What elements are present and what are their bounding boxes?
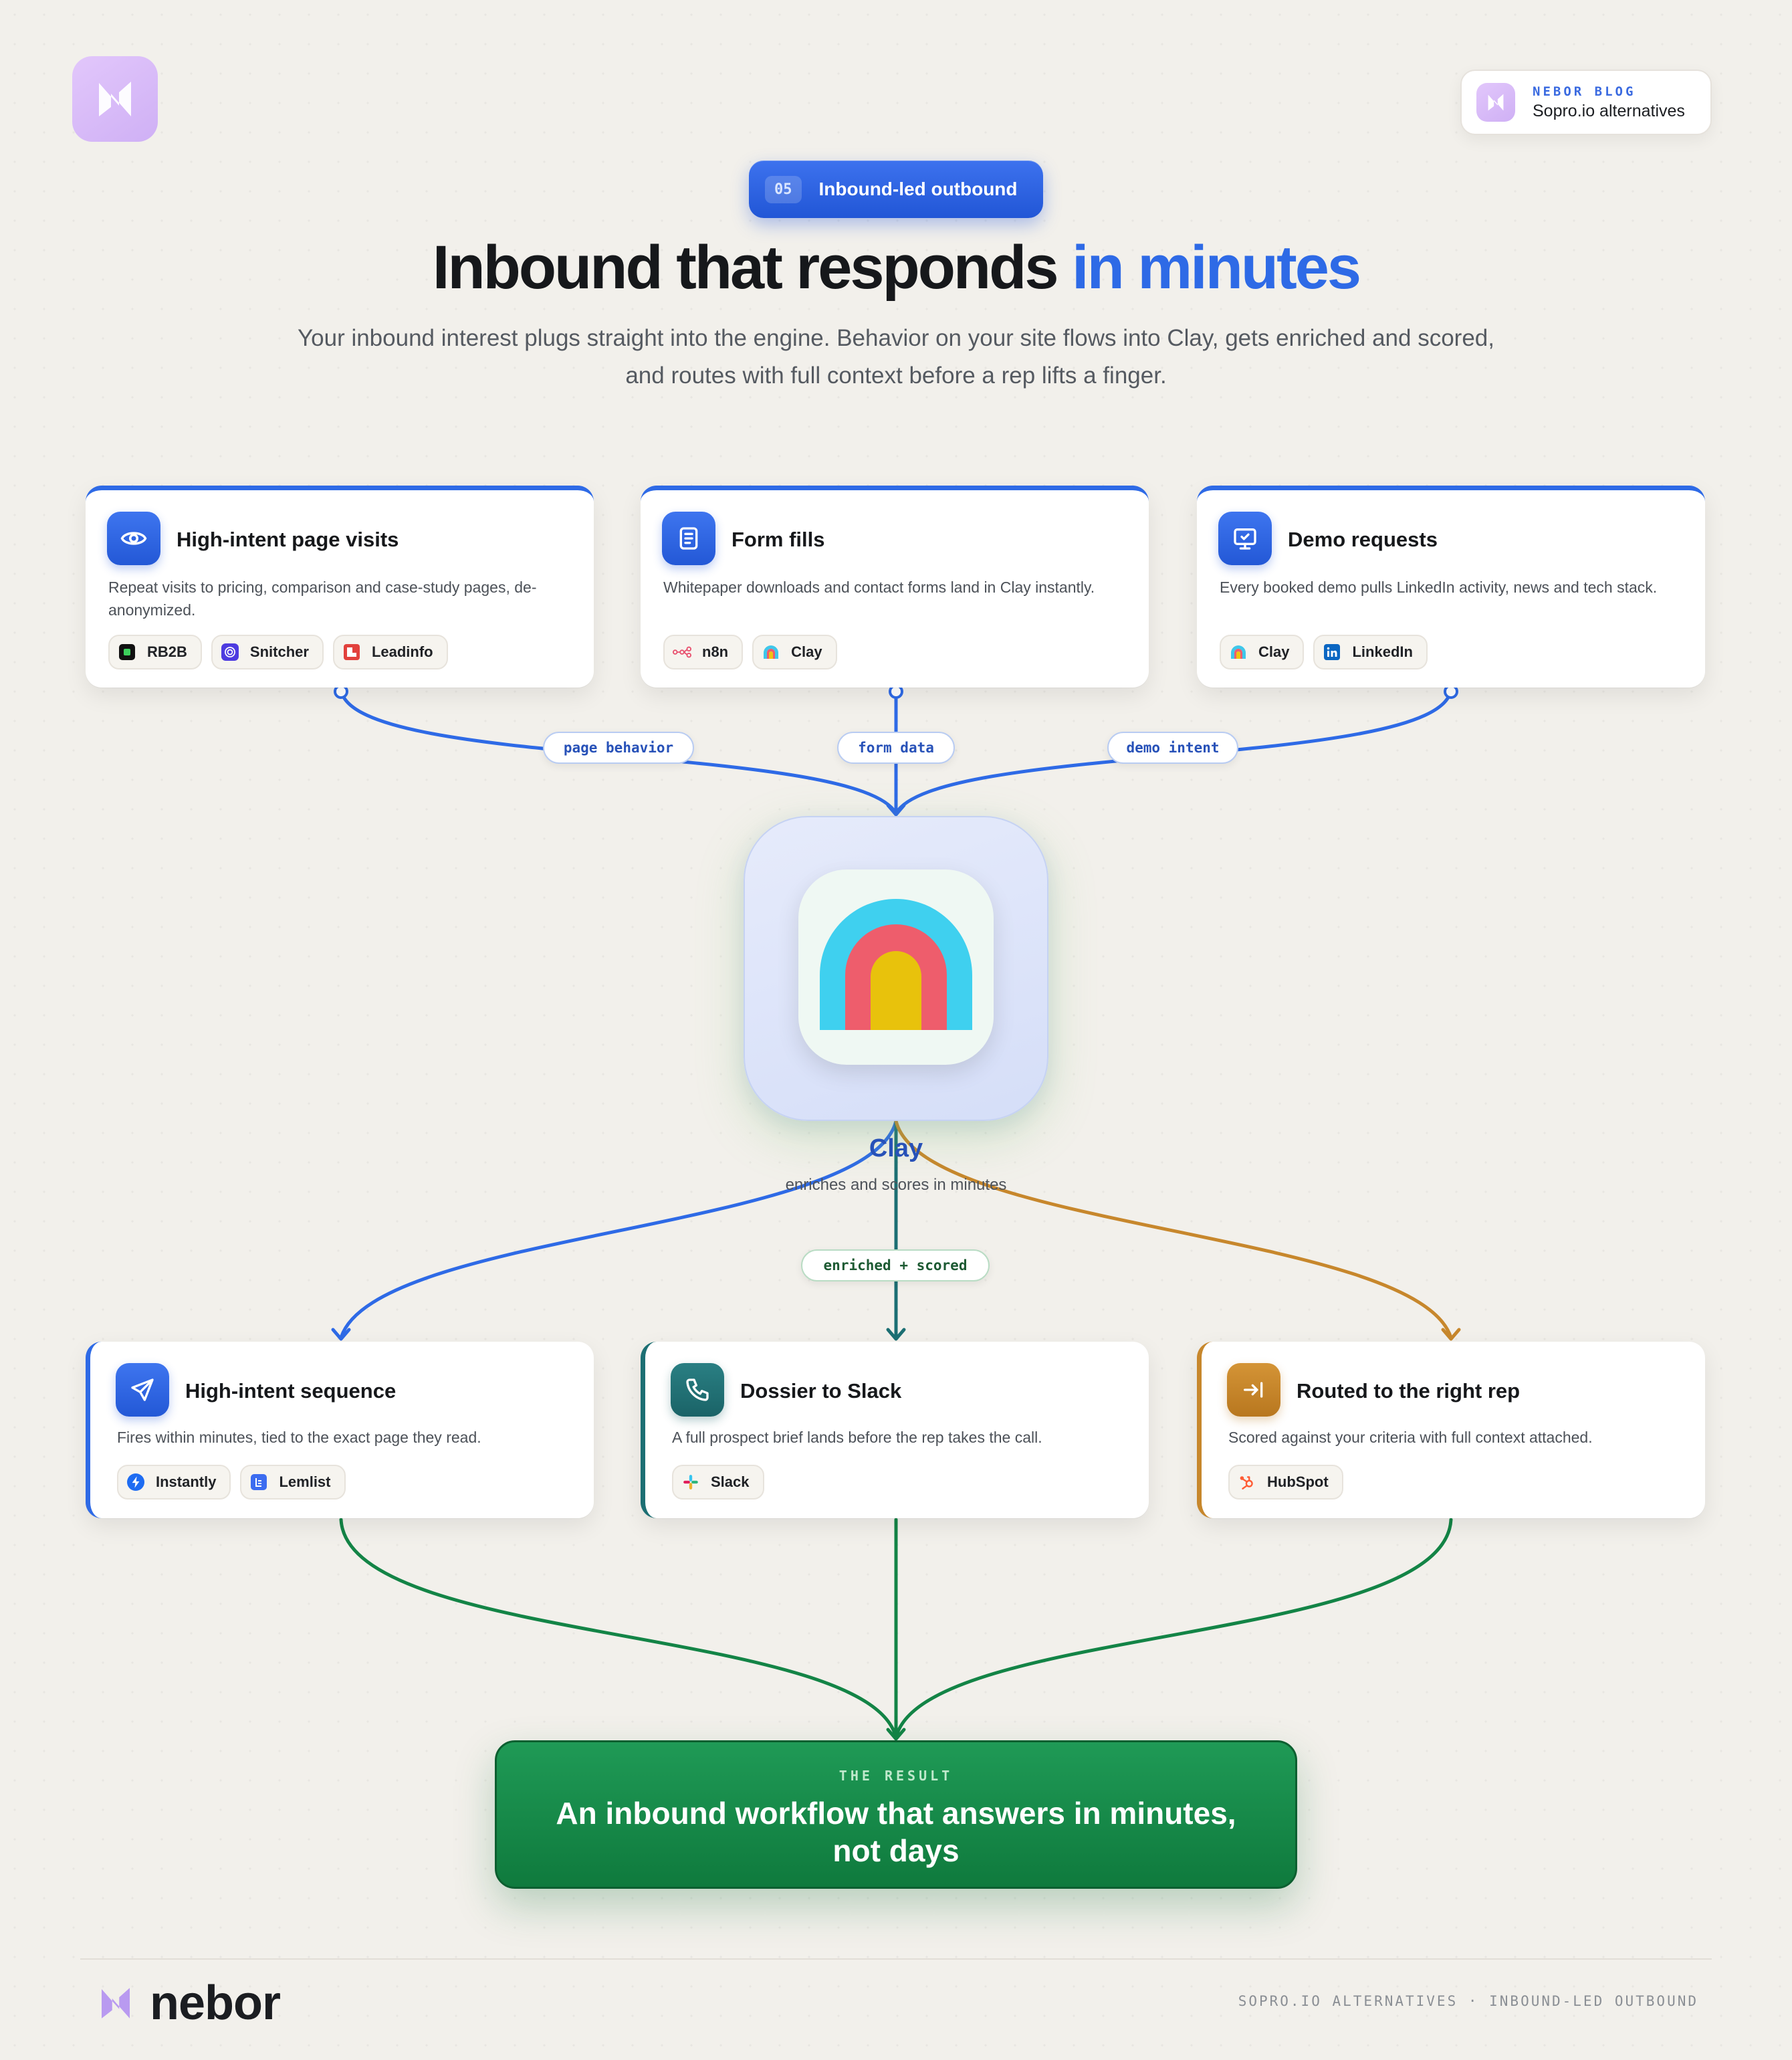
clay-arch-icon: [820, 899, 972, 1030]
card-dossier-to-slack[interactable]: Dossier to Slack A full prospect brief l…: [641, 1342, 1149, 1518]
nebor-logo-tile[interactable]: [72, 56, 158, 142]
rb2b-icon: [118, 643, 136, 661]
wire-to-sequence: [339, 1119, 898, 1340]
section-pill: 05 Inbound-led outbound: [749, 161, 1043, 218]
edge-label-enriched-scored: enriched + scored: [801, 1249, 990, 1281]
edge-label-demo-intent: demo intent: [1107, 732, 1238, 764]
section-number: 05: [765, 175, 802, 203]
title-main: Inbound that responds: [432, 233, 1073, 302]
hub-subtitle: enriches and scores in minutes: [785, 1176, 1007, 1194]
chip-lemlist[interactable]: Lemlist: [240, 1465, 346, 1500]
hubspot-icon: [1238, 1473, 1256, 1491]
monitor-check-icon: [1218, 512, 1272, 565]
title-accent: in minutes: [1072, 233, 1361, 302]
card-routed-to-rep[interactable]: Routed to the right rep Scored against y…: [1197, 1342, 1705, 1518]
chip-linkedin[interactable]: LinkedIn: [1313, 635, 1428, 670]
snitcher-icon: [221, 643, 239, 661]
n8n-icon: [673, 643, 691, 661]
chip-snitcher[interactable]: Snitcher: [211, 635, 324, 670]
hub-name: Clay: [869, 1134, 923, 1162]
send-icon: [116, 1363, 169, 1417]
footer-logo[interactable]: nebor: [92, 1976, 281, 2031]
tool-chips: Slack: [672, 1465, 764, 1500]
blog-title: Sopro.io alternatives: [1533, 101, 1685, 120]
card-title: Dossier to Slack: [740, 1379, 902, 1403]
chip-n8n[interactable]: n8n: [663, 635, 744, 670]
card-demo-requests[interactable]: Demo requests Every booked demo pulls Li…: [1197, 486, 1705, 688]
instantly-icon: [126, 1473, 145, 1491]
nebor-n-icon: [102, 1988, 130, 2019]
card-title: High-intent sequence: [185, 1379, 397, 1403]
nebor-mini-logo: [1476, 83, 1515, 122]
edge-label-page-behavior: page behavior: [543, 732, 694, 764]
chip-clay[interactable]: Clay: [1220, 635, 1305, 670]
leadinfo-icon: [342, 643, 361, 661]
footer-divider: [80, 1958, 1712, 1960]
nebor-n-icon: [1488, 94, 1504, 111]
clay-icon: [1229, 643, 1248, 661]
chip-slack[interactable]: Slack: [672, 1465, 764, 1500]
route-arrow-icon: [1227, 1363, 1280, 1417]
card-description: Fires within minutes, tied to the exact …: [117, 1429, 481, 1446]
card-page-visits[interactable]: High-intent page visits Repeat visits to…: [86, 486, 594, 688]
tool-chips: HubSpot: [1228, 1465, 1343, 1500]
chip-instantly[interactable]: Instantly: [117, 1465, 231, 1500]
result-text: An inbound workflow that answers in minu…: [556, 1796, 1236, 1868]
tool-chips: Instantly Lemlist: [117, 1465, 346, 1500]
blog-kicker: NEBOR BLOG: [1533, 84, 1636, 99]
card-title: Demo requests: [1288, 528, 1438, 551]
page-subtitle: Your inbound interest plugs straight int…: [298, 325, 1494, 389]
eye-icon: [107, 512, 160, 565]
clay-hub-logo: [798, 869, 994, 1065]
linkedin-icon: [1323, 643, 1341, 661]
footer-meta: SOPRO.IO ALTERNATIVES · INBOUND-LED OUTB…: [1238, 1993, 1698, 2009]
result-banner: THE RESULT An inbound workflow that answ…: [495, 1740, 1297, 1889]
card-title: High-intent page visits: [177, 528, 399, 551]
wire-rep-result: [894, 1518, 1453, 1740]
card-description: Whitepaper downloads and contact forms l…: [663, 579, 1095, 596]
phone-icon: [671, 1363, 724, 1417]
chip-leadinfo[interactable]: Leadinfo: [332, 635, 448, 670]
slack-icon: [681, 1473, 700, 1491]
card-description: Repeat visits to pricing, comparison and…: [108, 579, 537, 619]
edge-label-form-data: form data: [837, 732, 955, 764]
chip-clay[interactable]: Clay: [752, 635, 837, 670]
footer-wordmark: nebor: [150, 1976, 281, 2030]
tool-chips: Clay LinkedIn: [1220, 635, 1428, 670]
wire-to-rep: [894, 1119, 1453, 1340]
result-kicker: THE RESULT: [838, 1768, 954, 1784]
page-title: Inbound that responds in minutes: [0, 233, 1792, 303]
card-title: Routed to the right rep: [1297, 1379, 1521, 1403]
card-description: A full prospect brief lands before the r…: [672, 1429, 1042, 1446]
card-description: Every booked demo pulls LinkedIn activit…: [1220, 579, 1658, 596]
chip-rb2b[interactable]: RB2B: [108, 635, 202, 670]
tool-chips: RB2B Snitcher Leadinfo: [108, 635, 448, 670]
card-description: Scored against your criteria with full c…: [1228, 1429, 1593, 1446]
card-form-fills[interactable]: Form fills Whitepaper downloads and cont…: [641, 486, 1149, 688]
document-icon: [662, 512, 715, 565]
blog-badge[interactable]: NEBOR BLOG Sopro.io alternatives: [1460, 70, 1712, 135]
chip-hubspot[interactable]: HubSpot: [1228, 1465, 1343, 1500]
card-title: Form fills: [732, 528, 825, 551]
clay-icon: [762, 643, 780, 661]
lemlist-icon: [249, 1473, 268, 1491]
section-label: Inbound-led outbound: [818, 179, 1018, 199]
tool-chips: n8n Clay: [663, 635, 837, 670]
wire-sequence-result: [339, 1518, 898, 1740]
nebor-n-icon: [99, 82, 131, 116]
card-high-intent-sequence[interactable]: High-intent sequence Fires within minute…: [86, 1342, 594, 1518]
